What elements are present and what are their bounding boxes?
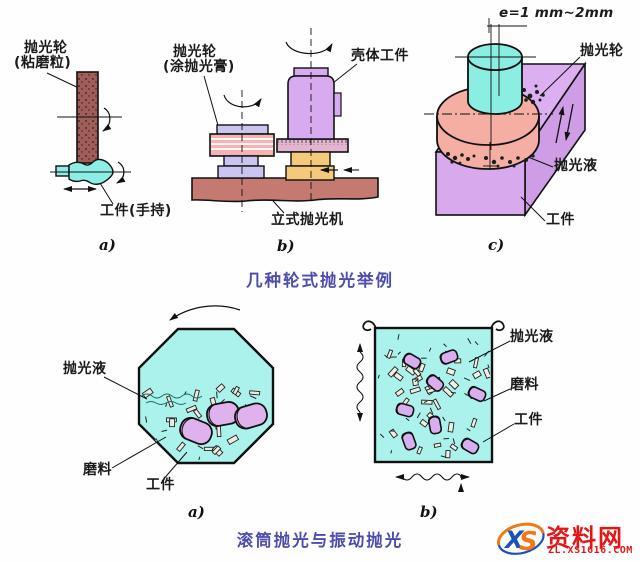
- leader-line: [483, 388, 511, 402]
- label-shell-workpiece: 壳体工件: [351, 48, 409, 64]
- fixture-block-upper: [290, 151, 331, 167]
- watermark-site-name: 资料网: [546, 524, 624, 552]
- watermark-site-url: ZL.XS1616.COM: [548, 545, 633, 556]
- leader-line: [111, 436, 167, 469]
- leader-line: [332, 63, 358, 84]
- leader-line: [99, 182, 114, 205]
- tank-workpieces: [395, 349, 487, 455]
- leader-line: [161, 451, 188, 482]
- rotation-arrow-icon: [223, 94, 262, 108]
- dimension-e: e=1 mm~2mm: [499, 5, 614, 21]
- label-workpiece-a: 工件(手持): [100, 203, 172, 219]
- figure-e-vibration-tank: [356, 320, 515, 492]
- reciprocation-arrow-icon: [564, 103, 574, 141]
- figure-d-barrel-drum: [103, 305, 275, 482]
- reciprocation-arrow-icon: [555, 106, 565, 144]
- shell-boss: [333, 92, 342, 117]
- spindle-pedestal-lower: [217, 165, 265, 179]
- vertical-vibration-wave: [356, 351, 364, 413]
- label-fluid-c: 抛光液: [554, 158, 598, 174]
- label-workpiece-drum: 工件: [146, 477, 175, 493]
- leader-line: [539, 56, 581, 97]
- liquid-surface-wave: [141, 393, 203, 399]
- sublabel-b: b): [277, 237, 295, 255]
- label-vertical-machine: 立式抛光机: [271, 212, 344, 228]
- leader-line: [527, 156, 554, 168]
- tank-hook-right: [490, 320, 505, 332]
- octagonal-drum: [137, 327, 275, 465]
- tumbling-workpiece: [234, 402, 268, 430]
- figure-a-hand-polishing: [46, 71, 131, 205]
- label-workpiece-tank: 工件: [514, 412, 543, 428]
- workpiece-stem: [55, 165, 70, 177]
- tumbling-workpiece: [179, 416, 213, 446]
- spindle-pedestal-upper: [223, 155, 259, 167]
- fixture-block-lower: [285, 165, 335, 181]
- label-wheel-b-line1: 抛光轮: [173, 44, 217, 60]
- horizontal-vibration-wave: [401, 473, 463, 481]
- rotation-arrow-icon: [285, 41, 333, 55]
- figure-c-wheel-gap-polishing: [424, 18, 587, 222]
- wheel-top-flange: [216, 124, 269, 135]
- figure-b-vertical-machine: [191, 28, 379, 214]
- caption-wheel-polishing: 几种轮式抛光举例: [246, 271, 394, 290]
- caption-barrel-vibration: 滚筒抛光与振动抛光: [236, 531, 404, 550]
- label-fluid-tank: 抛光液: [510, 329, 554, 345]
- rotation-arrow-icon: [102, 107, 112, 132]
- label-wheel-c: 抛光轮: [580, 43, 624, 59]
- liquid-surface-wave: [145, 401, 187, 405]
- abrasive-grit-texture: [77, 72, 98, 163]
- tank-hook-left: [362, 320, 377, 332]
- label-wheel-b-line2: (涂抛光膏): [163, 59, 235, 75]
- label-wheel-a-line2: (粘磨粒): [14, 55, 72, 71]
- label-workpiece-c: 工件: [546, 212, 575, 228]
- rotation-arrow-icon: [116, 161, 126, 184]
- label-wheel-a-line1: 抛光轮: [24, 40, 68, 56]
- polishing-paste-band: [277, 139, 348, 145]
- logo-swoosh-orange: [497, 522, 545, 546]
- label-abrasive-drum: 磨料: [83, 462, 112, 478]
- driver-cylinder-body: [467, 57, 523, 115]
- label-fluid-drum: 抛光液: [63, 361, 107, 377]
- leader-line: [103, 376, 148, 400]
- leader-line: [468, 340, 511, 363]
- label-abrasive-tank: 磨料: [510, 377, 539, 393]
- drum-rotation-arrow-icon: [169, 305, 241, 321]
- sublabel-tank: b): [420, 503, 438, 521]
- logo-letter-x: X: [503, 526, 525, 554]
- leader-line: [482, 423, 515, 443]
- leader-line: [520, 196, 546, 222]
- sublabel-a: a): [99, 236, 116, 254]
- leader-line: [203, 75, 220, 130]
- machine-base: [191, 177, 379, 203]
- logo-swoosh-blue: [497, 532, 545, 555]
- sublabel-drum: a): [188, 503, 205, 521]
- sublabel-c: c): [488, 236, 505, 254]
- logo-letter-s: S: [519, 527, 538, 557]
- cylinder-lip-line: [468, 60, 522, 71]
- watermark-logo: X S: [497, 522, 545, 557]
